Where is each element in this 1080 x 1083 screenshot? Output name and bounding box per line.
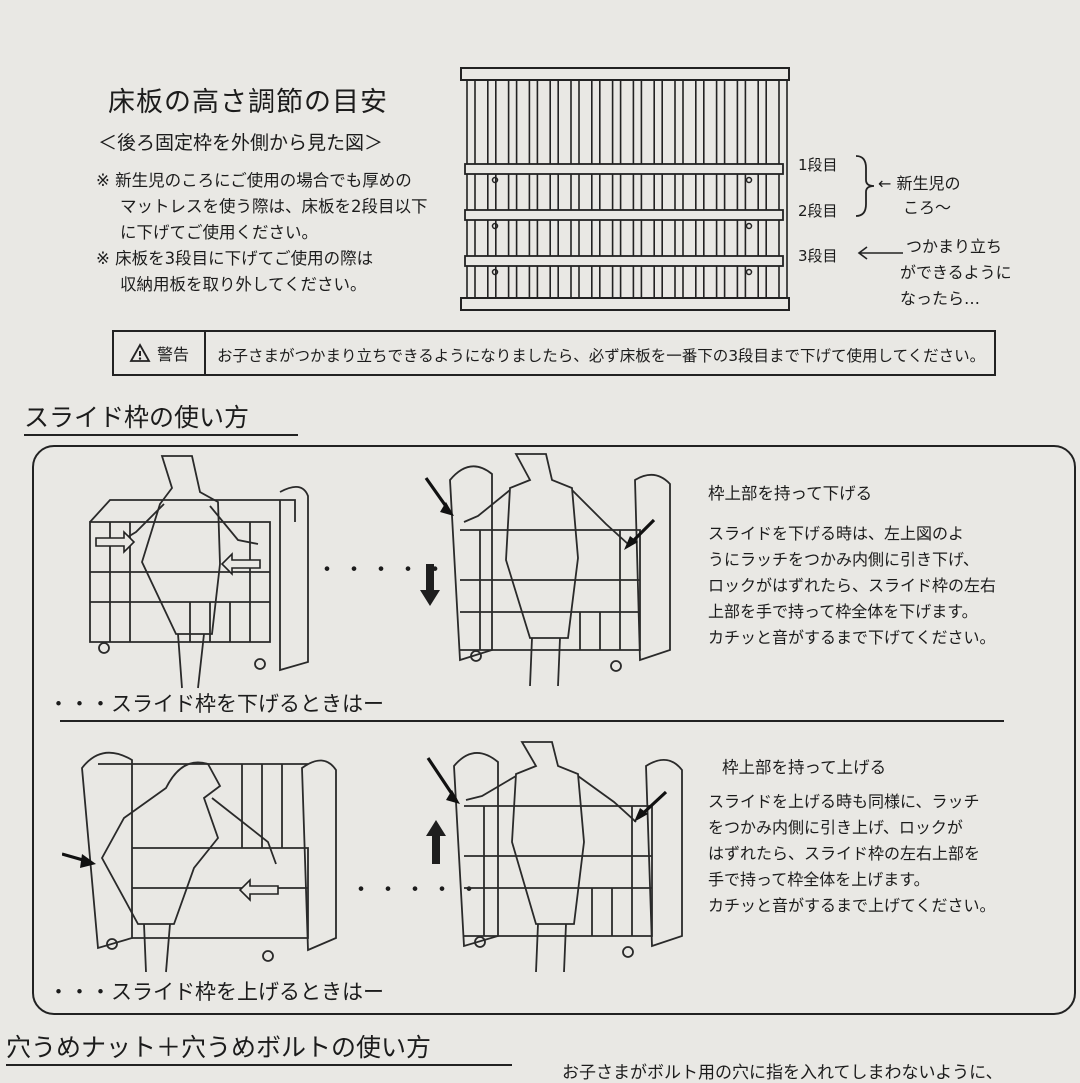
brace-icon — [855, 155, 875, 217]
frame-slat — [757, 79, 768, 299]
raise-latch-illustration — [62, 751, 337, 973]
frame-slat — [528, 79, 539, 299]
arrow-down-icon — [420, 564, 440, 606]
frame-slat — [486, 79, 497, 299]
standing-note: つかまり立ち — [906, 237, 1003, 256]
frame-slat — [674, 79, 684, 299]
note-line: に下げてご使用ください。 — [120, 223, 318, 242]
raise-instruction-line: 手で持って枠全体を上げます。 — [708, 870, 930, 889]
standing-note: ができるように — [900, 263, 1012, 282]
note-line: ※ 新生児のころにご使用の場合でも厚めの — [96, 171, 412, 190]
warning-box: 警告 お子さまがつかまり立ちできるようになりましたら、必ず床板を一番下の3段目ま… — [112, 330, 996, 376]
raise-hold-label: 枠上部を持って上げる — [722, 758, 887, 777]
level-1-label: 1段目 — [798, 156, 838, 174]
raise-frame-illustration — [426, 741, 683, 973]
lower-latch-illustration — [89, 455, 309, 689]
newborn-note: ころ～ — [903, 198, 952, 217]
raise-instruction-line: スライドを上げる時も同様に、ラッチ — [708, 792, 980, 811]
slide-instructions-panel — [32, 445, 1076, 1015]
lower-instruction-line: ロックがはずれたら、スライド枠の左右 — [708, 576, 997, 595]
raise-instruction-line: カチッと音がするまで上げてください。 — [708, 896, 996, 915]
rear-frame-diagram — [460, 67, 790, 311]
frame-slat — [611, 79, 622, 299]
note-line: マットレスを使う際は、床板を2段目以下 — [120, 197, 428, 216]
raise-instruction-line: をつかみ内側に引き上げ、ロックが — [708, 818, 963, 837]
frame-slat — [715, 79, 726, 299]
level-3-label: 3段目 — [798, 247, 838, 265]
note-line: ※ 床板を3段目に下げてご使用の際は — [96, 249, 374, 268]
step-dots: ・・・・・ — [350, 878, 486, 903]
newborn-note: ← 新生児の — [878, 174, 961, 193]
arrow-up-icon — [426, 820, 446, 864]
frame-slat — [695, 79, 705, 299]
panel-divider — [60, 720, 1004, 722]
lower-instruction-line: カチッと音がするまで下げてください。 — [708, 628, 996, 647]
bolt-partial-text: お子さまがボルト用の穴に指を入れてしまわないように、 — [562, 1063, 1003, 1083]
frame-slat — [736, 79, 747, 299]
bolt-section-title: 穴うめナット＋穴うめボルトの使い方 — [6, 1033, 432, 1062]
level-2-label: 2段目 — [798, 202, 838, 220]
standing-note: なったら… — [900, 289, 981, 308]
frame-slat — [653, 79, 663, 299]
lower-frame-illustration — [424, 453, 671, 687]
lower-caption: ・・・スライド枠を下げるときはー — [48, 692, 384, 716]
slide-section-title: スライド枠の使い方 — [24, 403, 250, 432]
page-title: 床板の高さ調節の目安 — [108, 87, 388, 118]
frame-slat — [466, 79, 476, 299]
frame-slat — [507, 79, 518, 299]
raise-caption: ・・・スライド枠を上げるときはー — [48, 980, 384, 1004]
warning-label-cell: 警告 — [114, 332, 206, 374]
frame-slat — [778, 79, 788, 299]
lower-hold-label: 枠上部を持って下げる — [708, 484, 873, 503]
lower-instruction-line: うにラッチをつかみ内側に引き下げ、 — [708, 550, 979, 569]
lower-instruction-line: 上部を手で持って枠全体を下げます。 — [708, 602, 978, 621]
lower-instruction-line: スライドを下げる時は、左上図のよ — [708, 524, 965, 543]
arrow-left-icon — [857, 246, 903, 260]
frame-slat — [632, 79, 643, 299]
diagram-subtitle: ＜後ろ固定枠を外側から見た図＞ — [98, 132, 384, 154]
frame-slat — [549, 79, 559, 299]
warning-triangle-icon — [129, 343, 151, 362]
section-underline — [24, 434, 298, 436]
warning-label: 警告 — [156, 345, 189, 364]
raise-instruction-line: はずれたら、スライド枠の左右上部を — [708, 844, 981, 863]
warning-text: お子さまがつかまり立ちできるようになりましたら、必ず床板を一番下の3段目まで下げ… — [217, 347, 986, 365]
note-line: 収納用板を取り外してください。 — [120, 275, 367, 294]
frame-slat — [570, 79, 580, 299]
section-underline — [6, 1064, 512, 1066]
frame-slat — [591, 79, 601, 299]
step-dots: ・・・・・ — [316, 558, 452, 583]
